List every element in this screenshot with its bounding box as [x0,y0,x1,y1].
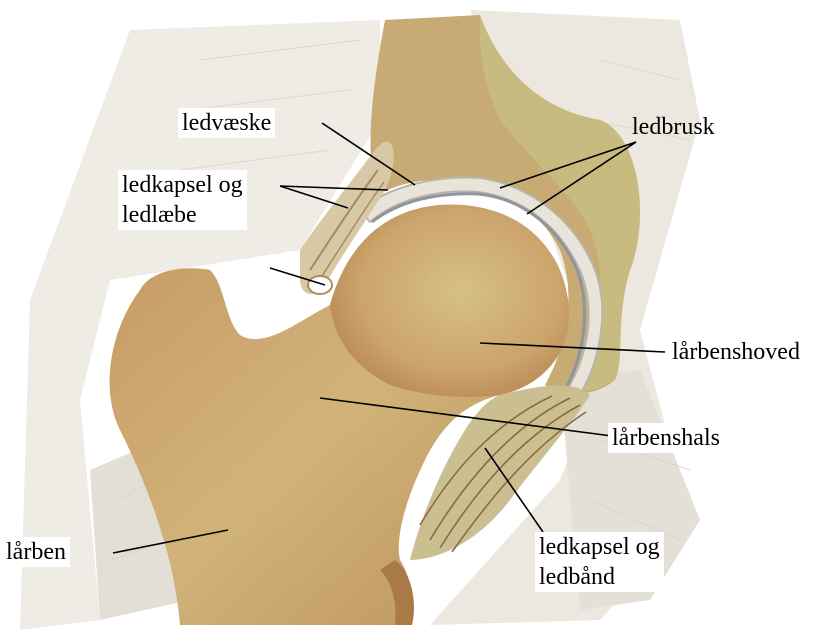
label-ledkapsel-ledlaebe-line1: ledkapsel og [122,170,243,200]
label-ledvaeske: ledvæske [178,108,275,138]
label-laarbenshals: lårbenshals [608,423,724,453]
label-laarben: lårben [2,537,70,567]
leader-ledbaand [485,448,543,532]
label-ledkapsel-ledlaebe: ledkapsel og ledlæbe [118,170,247,230]
label-ledkapsel-ledbaand-line1: ledkapsel og [539,532,660,562]
leader-ledbrusk-2 [527,142,636,214]
label-ledkapsel-ledbaand: ledkapsel og ledbånd [535,532,664,592]
label-laarbenshoved: lårbenshoved [668,337,804,367]
leader-ledvaeske [322,123,415,185]
label-ledkapsel-ledlaebe-line2: ledlæbe [122,200,243,230]
leader-ledlaebe-1 [280,186,388,190]
leader-laarbenshals [320,398,612,436]
leader-laarben [113,530,228,553]
leader-laarbenshoved [480,343,665,352]
leader-ledbrusk-1 [500,142,636,188]
label-ledbrusk: ledbrusk [628,112,719,142]
leader-ledlaebe-2 [280,186,348,208]
leader-ledkapsel-upper [270,268,325,285]
label-ledkapsel-ledbaand-line2: ledbånd [539,562,660,592]
